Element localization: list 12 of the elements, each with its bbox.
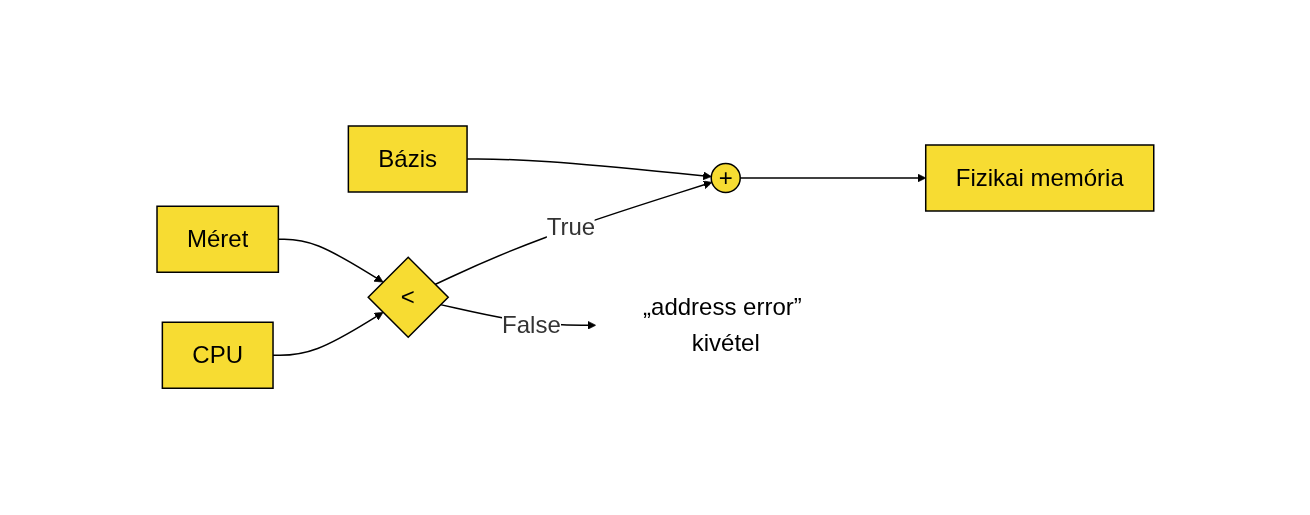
edge-label: True: [546, 213, 595, 241]
node-text: „address error” kivétel: [642, 293, 802, 357]
node-box: Méret: [155, 205, 279, 274]
arrow: [739, 173, 926, 183]
node-box: CPU: [161, 321, 274, 390]
node-diamond: <: [366, 256, 449, 339]
node-circle: +: [710, 163, 741, 194]
arrow: [433, 180, 712, 286]
node-box: Bázis: [347, 125, 468, 194]
arrow: [277, 238, 383, 283]
node-box: Fizikai memória: [924, 144, 1155, 213]
edge-label: False: [501, 311, 561, 339]
